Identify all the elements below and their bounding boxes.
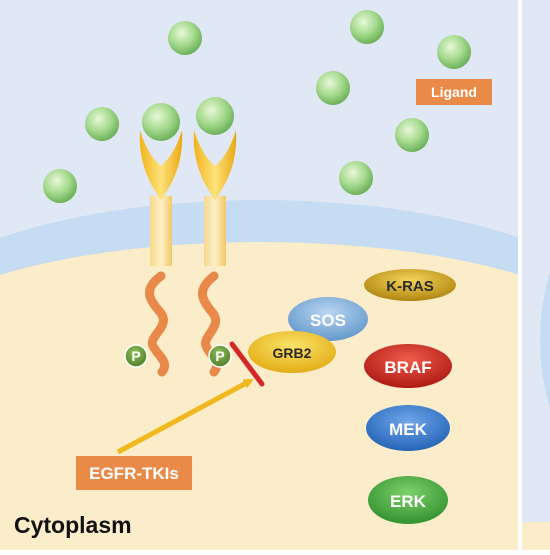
egfr-receptor-left <box>139 103 183 377</box>
phosphate-left: P <box>124 344 148 368</box>
receptor-stem <box>204 196 226 266</box>
erk-label: ERK <box>390 492 427 511</box>
grb2-ellipse <box>248 331 336 373</box>
sos-ellipse <box>288 297 368 341</box>
egfr-tki-arrow <box>116 378 254 455</box>
ligand-ball <box>339 161 373 195</box>
grb2-protein: GRB2 <box>248 331 336 373</box>
ligand-ball <box>85 107 119 141</box>
ligand-ball <box>43 169 77 203</box>
ligand-ball <box>168 21 202 55</box>
braf-protein: BRAF <box>364 344 452 388</box>
ligand-ball <box>437 35 471 69</box>
ligand-label: Ligand <box>431 84 477 100</box>
panel-divider-front <box>518 0 522 550</box>
bound-ligand <box>142 103 180 141</box>
sos-protein: SOS <box>288 297 368 341</box>
adjacent-panel-edge <box>522 0 550 550</box>
receptor-tail <box>145 271 170 377</box>
ligand-box <box>416 79 492 105</box>
cytoplasm-label: Cytoplasm <box>14 512 132 538</box>
sos-label: SOS <box>310 311 346 330</box>
ligand-label-box: Ligand <box>416 79 492 105</box>
erk-ellipse <box>368 476 448 524</box>
inhibition-bar <box>229 341 265 387</box>
receptor-binding-cup <box>193 130 237 200</box>
grb2-label: GRB2 <box>273 345 312 361</box>
kras-protein: K-RAS <box>364 269 456 301</box>
erk-protein: ERK <box>368 476 448 524</box>
braf-ellipse <box>364 344 452 388</box>
mek-ellipse <box>366 405 450 451</box>
ligand-ball <box>316 71 350 105</box>
kras-ellipse <box>364 269 456 301</box>
mek-label: MEK <box>389 420 428 439</box>
egfr-receptor-right <box>193 97 237 377</box>
phosphate-label: P <box>131 348 140 364</box>
ligand-ball <box>395 118 429 152</box>
receptor-binding-cup <box>139 130 183 200</box>
phosphate-circle <box>124 344 148 368</box>
bound-ligand <box>196 97 234 135</box>
cytoplasm-bottom <box>0 522 550 550</box>
ligand-molecules <box>43 10 471 203</box>
phosphate-right: P <box>208 344 232 368</box>
ligand-ball <box>350 10 384 44</box>
egfr-tkis-label: EGFR-TKIs <box>89 464 179 483</box>
mek-protein: MEK <box>366 405 450 451</box>
kras-label: K-RAS <box>386 278 434 295</box>
braf-label: BRAF <box>384 358 431 377</box>
phosphate-circle <box>208 344 232 368</box>
phosphate-label: P <box>215 348 224 364</box>
egfr-tkis-label-box: EGFR-TKIs <box>76 456 192 490</box>
receptor-stem <box>150 196 172 266</box>
egfr-tkis-box <box>76 456 192 490</box>
adjacent-panel-membrane <box>540 272 550 408</box>
